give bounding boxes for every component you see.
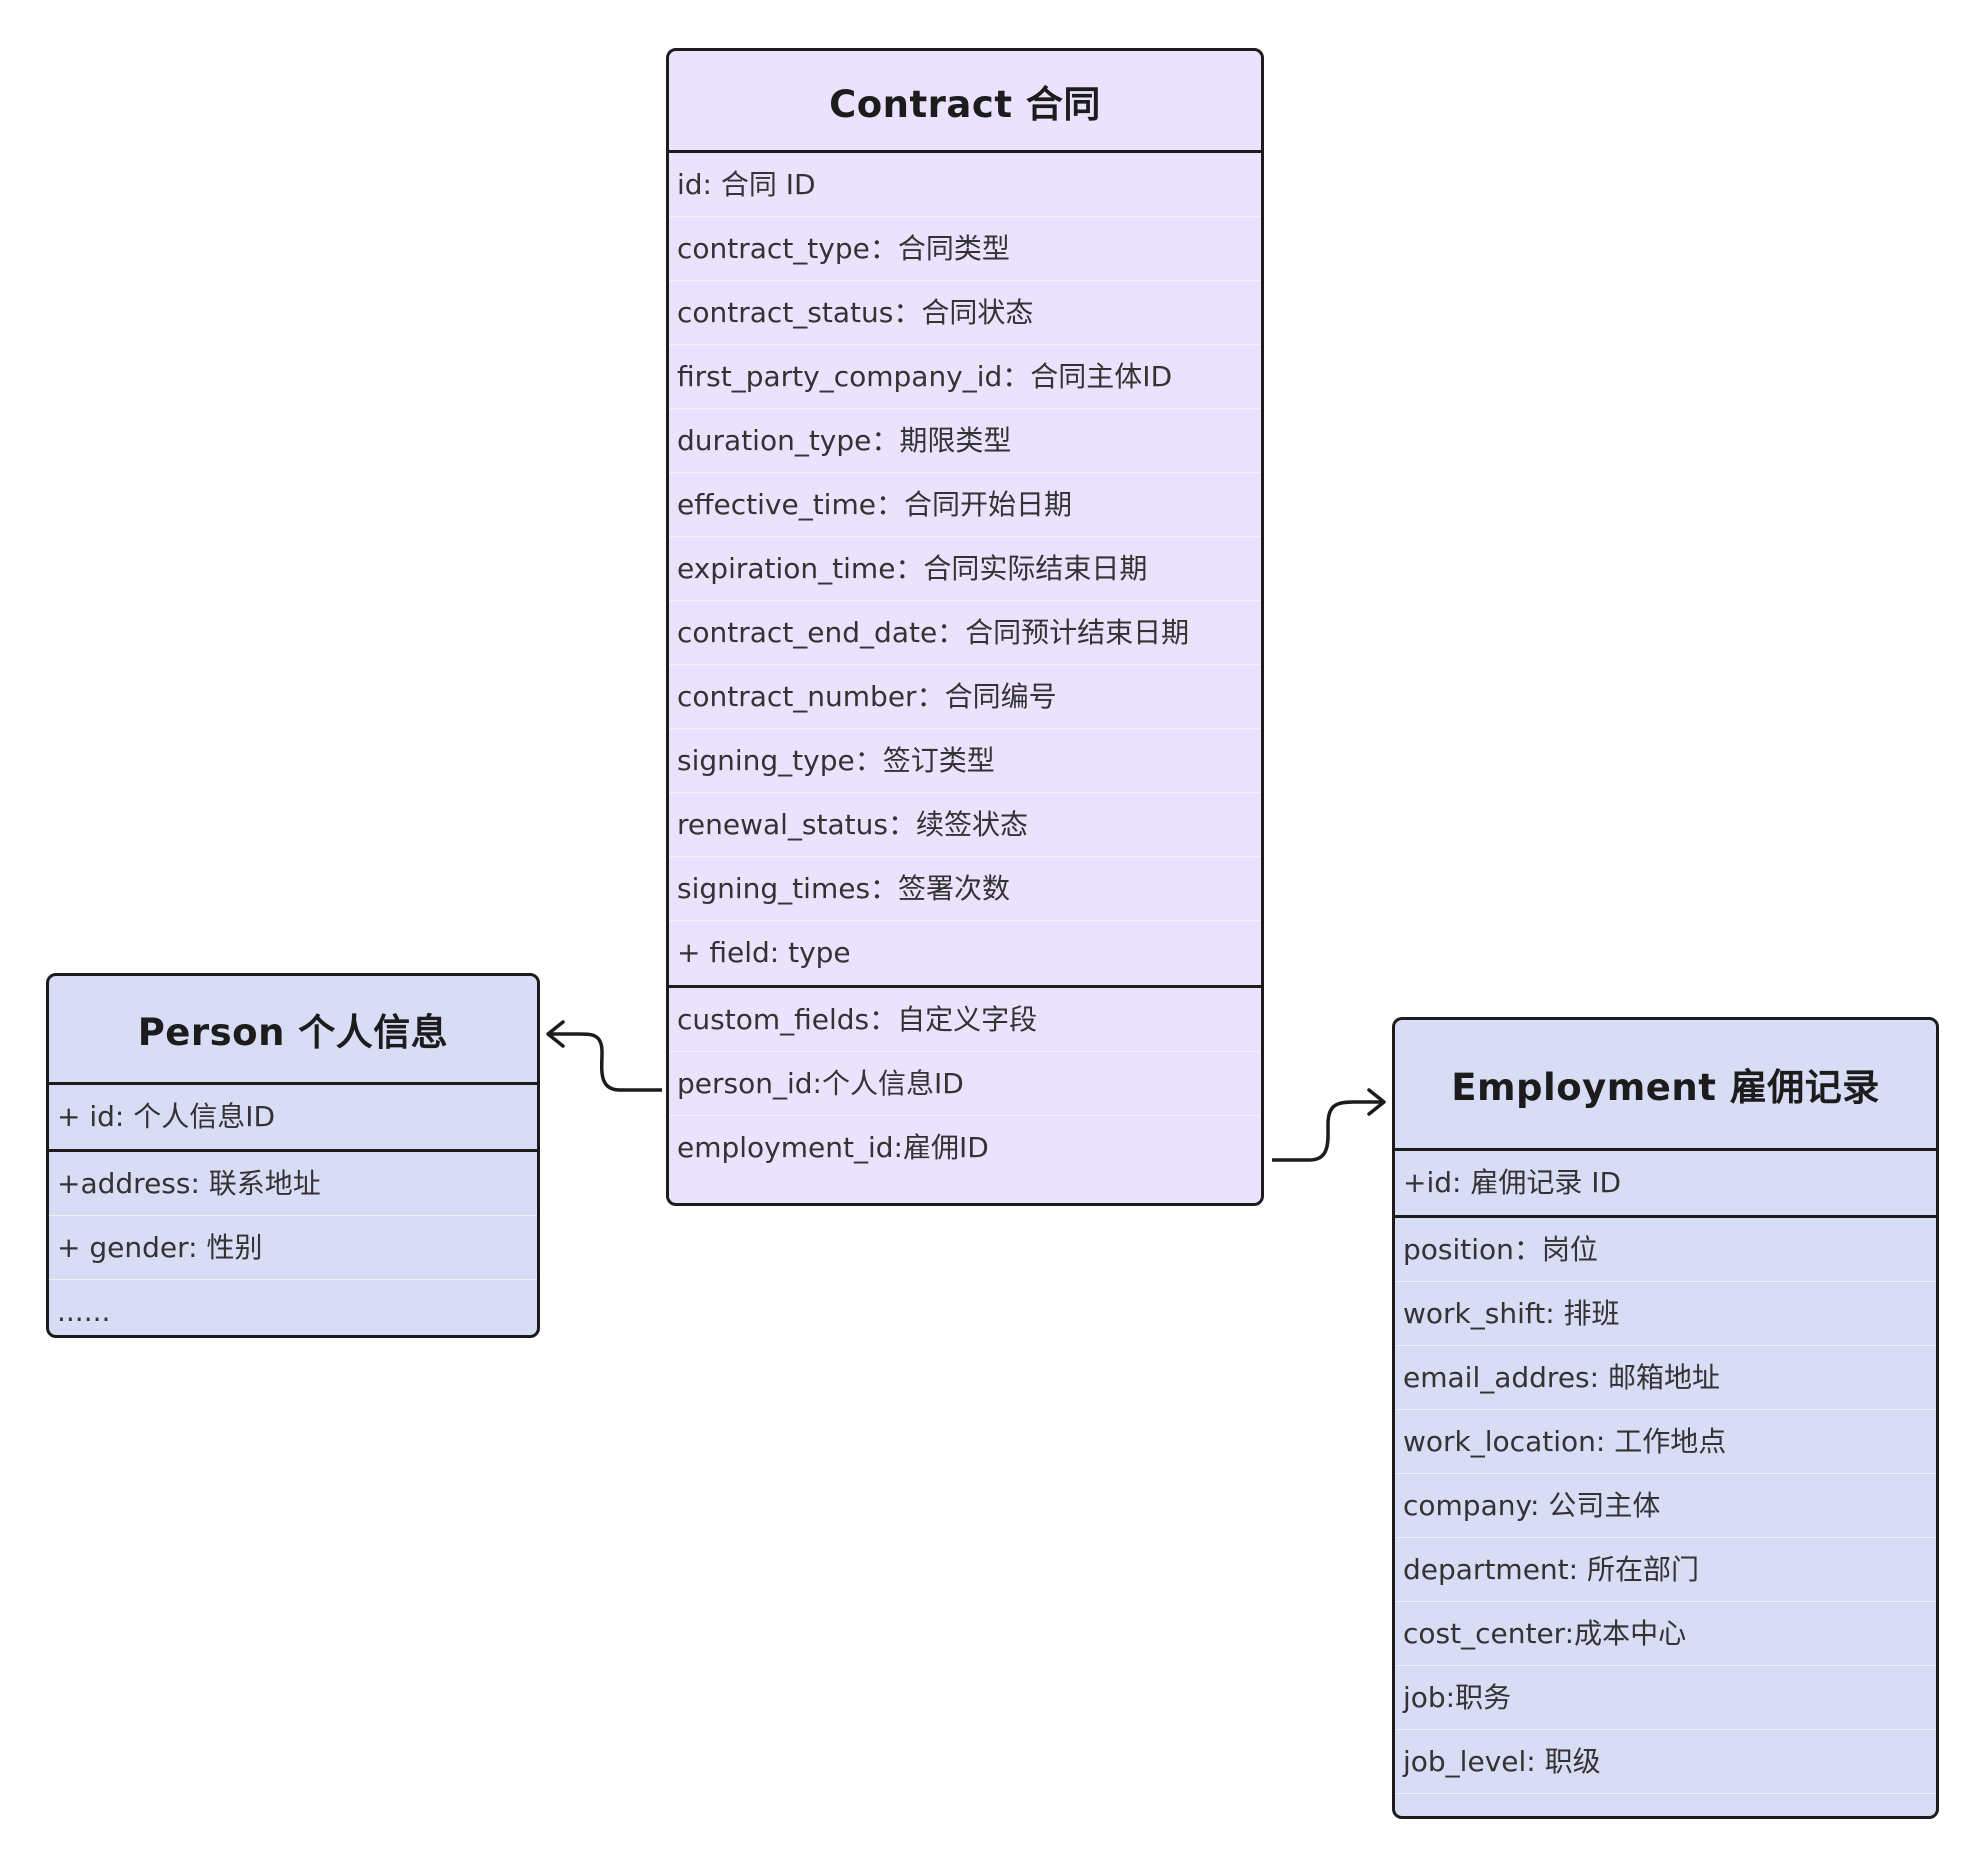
contract-class-title: Contract 合同 [669, 51, 1261, 153]
contract-field-row: effective_time：合同开始日期 [669, 473, 1261, 537]
person-key-section: + id: 个人信息ID [49, 1085, 537, 1152]
employment-class[interactable]: Employment 雇佣记录 +id: 雇佣记录 ID position：岗位… [1392, 1017, 1939, 1819]
contract-field-row: expiration_time：合同实际结束日期 [669, 537, 1261, 601]
contract-to-person-connector[interactable] [548, 1032, 662, 1092]
employment-key-section: +id: 雇佣记录 ID [1395, 1151, 1936, 1218]
employment-field-row: email_addres: 邮箱地址 [1395, 1346, 1936, 1410]
person-field-row: ...... [57, 1295, 111, 1328]
employment-field-row: company: 公司主体 [1395, 1474, 1936, 1538]
contract-field-row: contract_number：合同编号 [669, 665, 1261, 729]
employment-field-row: position：岗位 [1395, 1218, 1936, 1282]
contract-relation-row: employment_id:雇佣ID [677, 1131, 989, 1164]
contract-field-row: contract_status：合同状态 [669, 281, 1261, 345]
contract-field-row: + field: type [677, 936, 851, 969]
contract-field-row: first_party_company_id：合同主体ID [669, 345, 1261, 409]
employment-field-row: department: 所在部门 [1395, 1538, 1936, 1602]
employment-arrowhead-icon [1367, 1088, 1386, 1116]
contract-to-employment-connector[interactable] [1272, 1100, 1384, 1162]
person-fields: +address: 联系地址+ gender: 性别...... [49, 1152, 537, 1335]
contract-field-row: contract_end_date：合同预计结束日期 [669, 601, 1261, 665]
contract-relation-row: person_id:个人信息ID [669, 1052, 1261, 1116]
employment-key-field: +id: 雇佣记录 ID [1403, 1166, 1622, 1199]
person-arrowhead-icon [546, 1020, 565, 1048]
contract-field-row: signing_type：签订类型 [669, 729, 1261, 793]
employment-field-row: cost_center:成本中心 [1395, 1602, 1936, 1666]
employment-field-row: job:职务 [1395, 1666, 1936, 1730]
employment-field-row: work_shift: 排班 [1395, 1282, 1936, 1346]
contract-field-row: contract_type：合同类型 [669, 217, 1261, 281]
contract-field-row: duration_type：期限类型 [669, 409, 1261, 473]
person-key-field: + id: 个人信息ID [57, 1100, 276, 1133]
contract-relation-row: custom_fields：自定义字段 [669, 988, 1261, 1052]
contract-field-row: renewal_status：续签状态 [669, 793, 1261, 857]
person-class[interactable]: Person 个人信息 + id: 个人信息ID +address: 联系地址+… [46, 973, 540, 1338]
employment-class-title: Employment 雇佣记录 [1395, 1020, 1936, 1151]
contract-field-row: signing_times：签署次数 [669, 857, 1261, 921]
person-class-title: Person 个人信息 [49, 976, 537, 1085]
person-field-row: + gender: 性别 [49, 1216, 537, 1280]
person-field-row: +address: 联系地址 [49, 1152, 537, 1216]
employment-field-row: ...... [1395, 1794, 1936, 1816]
contract-field-row: id: 合同 ID [669, 153, 1261, 217]
employment-field-row: work_location: 工作地点 [1395, 1410, 1936, 1474]
employment-field-row: job_level: 职级 [1395, 1730, 1936, 1794]
